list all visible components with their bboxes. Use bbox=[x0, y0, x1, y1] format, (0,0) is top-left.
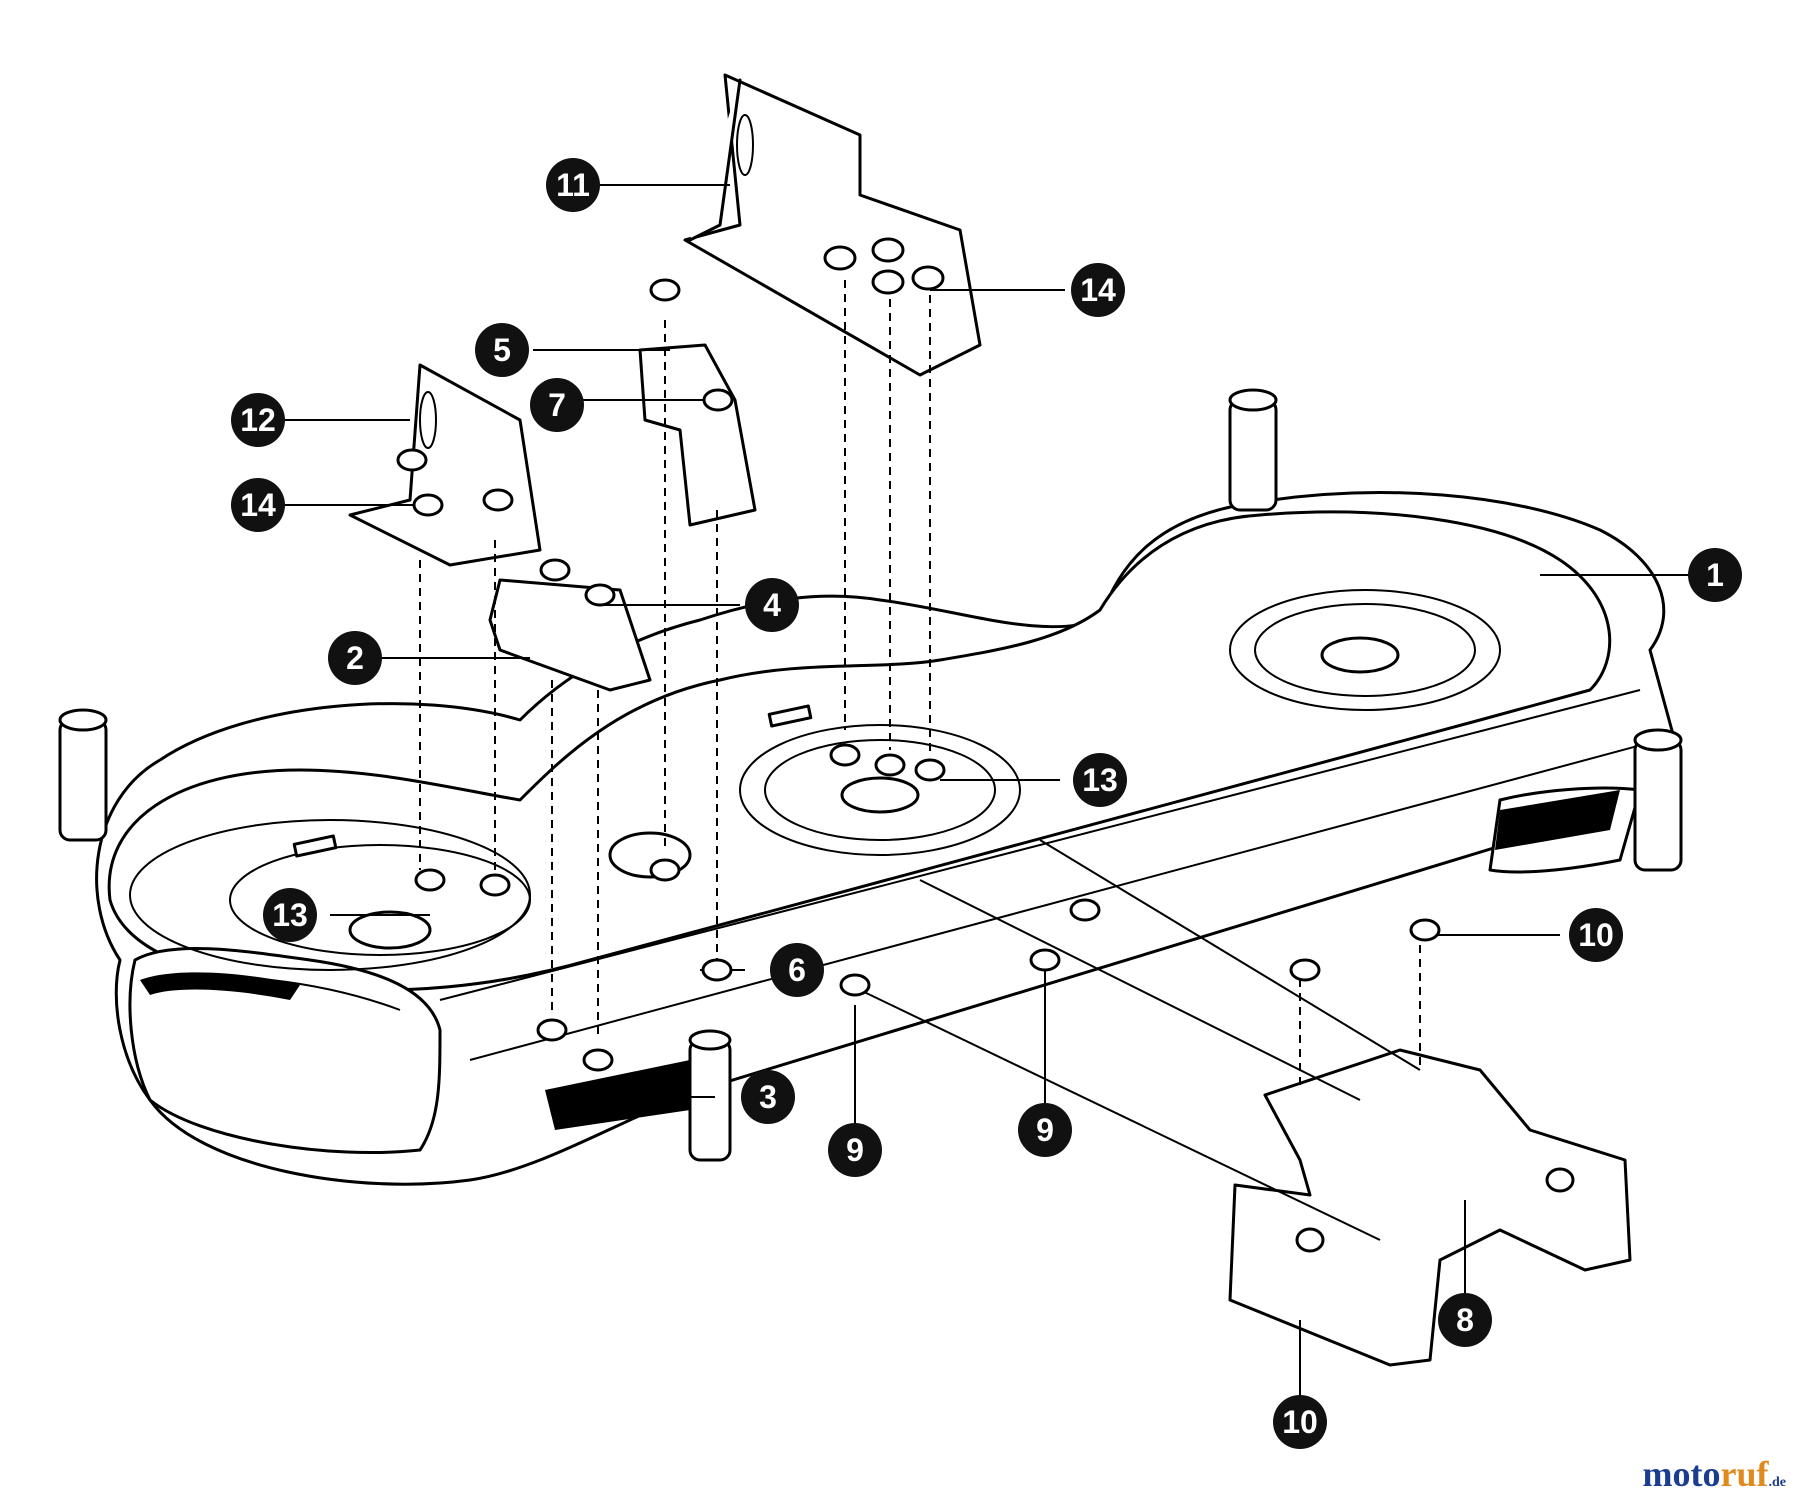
svg-text:5: 5 bbox=[493, 332, 511, 368]
callout-10-bottom: 10 bbox=[1273, 1395, 1327, 1449]
svg-text:13: 13 bbox=[272, 897, 308, 933]
svg-text:7: 7 bbox=[548, 387, 566, 423]
svg-text:3: 3 bbox=[759, 1079, 777, 1115]
svg-text:10: 10 bbox=[1282, 1404, 1318, 1440]
svg-text:9: 9 bbox=[846, 1132, 864, 1168]
callout-13-right: 13 bbox=[1073, 753, 1127, 807]
bracket-2 bbox=[488, 578, 652, 692]
callout-3: 3 bbox=[741, 1070, 795, 1124]
callout-8: 8 bbox=[1438, 1293, 1492, 1347]
svg-text:11: 11 bbox=[556, 167, 590, 203]
leader-lines bbox=[285, 184, 1695, 1420]
fasteners bbox=[396, 237, 1575, 1253]
callout-12: 12 bbox=[231, 393, 285, 447]
svg-text:2: 2 bbox=[346, 640, 364, 676]
svg-text:14: 14 bbox=[240, 487, 276, 523]
callout-9-left: 9 bbox=[828, 1123, 882, 1177]
watermark-part1: moto bbox=[1642, 1454, 1721, 1494]
callout-9-right: 9 bbox=[1018, 1103, 1072, 1157]
callout-4: 4 bbox=[745, 578, 799, 632]
svg-text:8: 8 bbox=[1456, 1302, 1474, 1338]
svg-text:13: 13 bbox=[1082, 762, 1118, 798]
callout-7: 7 bbox=[530, 378, 584, 432]
bracket-12 bbox=[348, 363, 542, 567]
svg-text:14: 14 bbox=[1080, 272, 1116, 308]
svg-text:4: 4 bbox=[763, 587, 781, 623]
callout-13-left: 13 bbox=[263, 888, 317, 942]
bracket-8 bbox=[1228, 1048, 1632, 1367]
callout-1: 1 bbox=[1688, 548, 1742, 602]
svg-text:12: 12 bbox=[240, 402, 276, 438]
svg-text:9: 9 bbox=[1036, 1112, 1054, 1148]
callout-14-top: 14 bbox=[1071, 263, 1125, 317]
svg-text:10: 10 bbox=[1578, 917, 1614, 953]
svg-text:1: 1 bbox=[1706, 557, 1724, 593]
callout-14-left: 14 bbox=[231, 478, 285, 532]
bracket-5 bbox=[638, 343, 757, 527]
assembly-lines bbox=[419, 280, 1421, 1241]
callout-6: 6 bbox=[770, 943, 824, 997]
callout-10-right: 10 bbox=[1569, 908, 1623, 962]
callout-5: 5 bbox=[475, 323, 529, 377]
callout-2: 2 bbox=[328, 631, 382, 685]
bracket-11 bbox=[683, 73, 982, 377]
callout-11: 11 bbox=[546, 158, 600, 212]
svg-text:6: 6 bbox=[788, 952, 806, 988]
watermark-logo: motoruf.de bbox=[1643, 1453, 1786, 1495]
watermark-part3: .de bbox=[1768, 1475, 1787, 1490]
watermark-part2: ruf bbox=[1720, 1454, 1769, 1494]
